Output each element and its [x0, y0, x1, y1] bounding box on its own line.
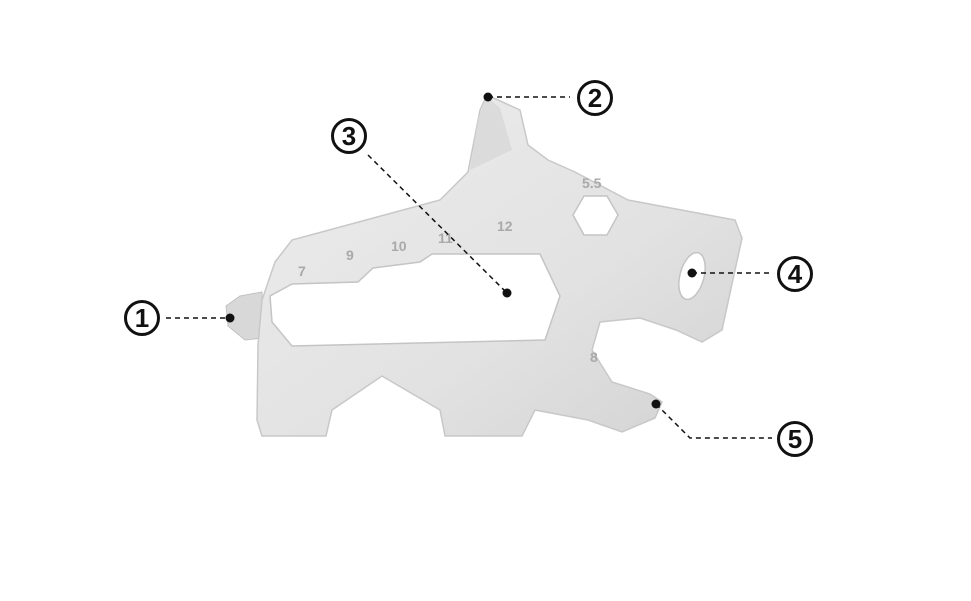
size-label-hex: 5.5	[582, 175, 602, 191]
size-label-12: 12	[497, 218, 513, 234]
size-label-9: 9	[346, 247, 354, 263]
size-label-7: 7	[298, 263, 306, 279]
size-label-8: 8	[590, 349, 598, 365]
spike-bevel	[470, 97, 512, 170]
pointer-dot-5	[651, 399, 661, 409]
wrench-cutout	[269, 253, 561, 347]
callout-4: 4	[777, 256, 813, 292]
callout-2: 2	[577, 80, 613, 116]
size-label-10: 10	[391, 238, 407, 254]
hex-hole	[572, 195, 619, 236]
size-label-11: 11	[438, 230, 453, 246]
pointer-dot-3	[502, 288, 512, 298]
pointer-dot-1	[225, 313, 235, 323]
callout-1: 1	[124, 300, 160, 336]
callout-5: 5	[777, 421, 813, 457]
pointer-dot-4	[687, 268, 697, 278]
leader-line-3	[367, 154, 508, 294]
leader-line-5	[655, 403, 772, 439]
pointer-dot-2	[483, 92, 493, 102]
callout-3: 3	[331, 118, 367, 154]
